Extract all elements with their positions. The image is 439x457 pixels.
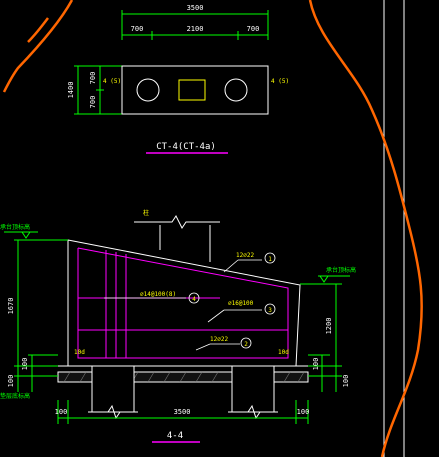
plan-pile-cap-outline xyxy=(121,65,269,115)
section-column-tag: 柱 xyxy=(143,209,149,217)
sketch-stroke-upper-left xyxy=(2,0,74,93)
plan-side-tag-left: 4 (5) xyxy=(103,78,121,85)
section-left-height: 1670 xyxy=(7,298,15,315)
section-right-low-dim-a: 100 xyxy=(312,358,320,371)
plan-view: 3500 700 2100 700 1400 700 700 4 (5) 4 (… xyxy=(67,4,289,154)
section-pile-right xyxy=(231,365,275,413)
rebar-mid-label: ⌀16@100 xyxy=(228,300,254,307)
section-right-low-dim-b: 100 xyxy=(342,375,350,388)
section-right-dims xyxy=(300,275,350,392)
bottom-elev-label: 垫层底标高 xyxy=(0,392,30,400)
section-left-dims xyxy=(4,231,68,392)
section-piles xyxy=(91,365,275,413)
plan-top-dimensions xyxy=(121,10,269,40)
section-title: 4-4 xyxy=(167,431,183,441)
bedding-hatch xyxy=(63,371,305,383)
rebar-bottom-no: 2 xyxy=(244,341,248,348)
section-bottom-dims xyxy=(57,400,309,424)
guide-lines xyxy=(383,0,405,457)
plan-left-dimensions xyxy=(74,65,122,115)
plan-column xyxy=(178,79,206,101)
section-pile-left xyxy=(91,365,135,413)
plan-side-dim-bottom: 700 xyxy=(89,96,97,109)
rebar-stirrup-no: 4 xyxy=(192,296,196,303)
section-rebar xyxy=(77,247,289,359)
rebar-mid-no: 3 xyxy=(268,307,272,314)
section-edge-dim-left: 100 xyxy=(55,408,68,416)
anchor-left-label: 10d xyxy=(74,349,85,356)
pile-break-lines xyxy=(88,404,278,420)
sketch-stroke-left-small xyxy=(27,17,49,43)
rebar-bottom-label: 12⌀22 xyxy=(210,336,228,343)
anchor-right-label: 10d xyxy=(278,349,289,356)
right-elev-label: 承台顶标高 xyxy=(326,266,356,274)
section-column xyxy=(134,215,220,262)
left-elev-marker xyxy=(21,231,31,239)
section-right-height: 1200 xyxy=(325,318,333,335)
section-bottom-dim: 3500 xyxy=(174,408,191,416)
section-left-low-dim-a: 100 xyxy=(21,358,29,371)
plan-seg-dim-mid: 2100 xyxy=(187,25,204,33)
plan-seg-dim-right: 700 xyxy=(247,25,260,33)
plan-overall-dim: 3500 xyxy=(187,4,204,12)
plan-title: CT-4(CT-4a) xyxy=(156,142,216,152)
plan-pile-right xyxy=(224,78,248,102)
plan-seg-dim-left: 700 xyxy=(131,25,144,33)
section-rebar-callouts xyxy=(104,252,276,351)
section-edge-dim-right: 100 xyxy=(297,408,310,416)
plan-side-tag-right: 4 (5) xyxy=(271,78,289,85)
sketch-stroke-right xyxy=(308,0,423,457)
plan-pile-left xyxy=(136,78,160,102)
plan-depth-dim: 1400 xyxy=(67,82,75,99)
freehand-sketch xyxy=(2,0,423,457)
rebar-top-bar xyxy=(77,247,289,359)
left-elev-label: 承台顶标高 xyxy=(0,223,30,231)
section-left-low-dim-b: 100 xyxy=(7,375,15,388)
plan-side-dim-top: 700 xyxy=(89,72,97,85)
section-view: 柱 12⌀22 1 12⌀22 2 xyxy=(0,209,356,443)
right-elev-marker xyxy=(319,275,329,283)
rebar-top-no: 1 xyxy=(268,256,272,263)
rebar-top-label: 12⌀22 xyxy=(236,252,254,259)
rebar-stirrup-label: ⌀14@100(8) xyxy=(140,291,176,298)
